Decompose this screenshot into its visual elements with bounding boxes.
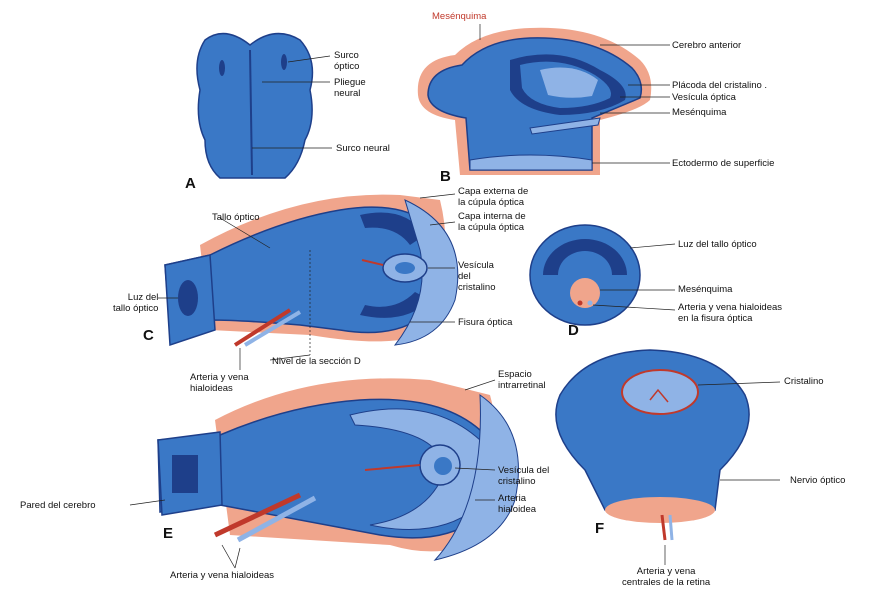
label-surco-optico: Surco óptico [334, 50, 359, 72]
label-arteria-vena-f: Arteria y vena centrales de la retina [622, 566, 710, 588]
label-nervio-optico: Nervio óptico [790, 475, 845, 486]
panel-d-cross-section [530, 225, 675, 325]
label-nivel-seccion: Nivel de la sección D [272, 356, 361, 367]
label-capa-externa: Capa externa de la cúpula óptica [458, 186, 528, 208]
panel-letter-f: F [595, 520, 604, 537]
panel-f-eye-globe [556, 350, 780, 565]
label-cristalino: Cristalino [784, 376, 824, 387]
label-vesicula-cristalino-c: Vesícula del cristalino [458, 260, 496, 293]
panel-a-neural-plate [197, 34, 332, 178]
label-mesenquima-d: Mesénquima [678, 284, 732, 295]
label-tallo-optico: Tallo óptico [212, 212, 260, 223]
label-vesicula-cristalino-e: Vesícula del cristalino [498, 465, 549, 487]
panel-letter-e: E [163, 525, 173, 542]
panel-letter-a: A [185, 175, 196, 192]
label-arteria-vena-e: Arteria y vena hialoideas [170, 570, 274, 581]
label-pliegue-neural: Pliegue neural [334, 77, 366, 99]
panel-e-optic-cup [130, 378, 518, 568]
label-arteria-vena-c: Arteria y vena hialoideas [190, 372, 249, 394]
label-vesicula-optica: Vesícula óptica [672, 92, 736, 103]
label-surco-neural: Surco neural [336, 143, 390, 154]
label-luz-tallo-c: Luz del tallo óptico [113, 292, 158, 314]
panel-b-optic-vesicle [418, 24, 670, 175]
label-fisura-optica: Fisura óptica [458, 317, 512, 328]
label-pared-cerebro: Pared del cerebro [20, 500, 96, 511]
label-arteria-hialoidea: Arteria hialoidea [498, 493, 536, 515]
label-mesenquima-top: Mesénquima [432, 11, 486, 22]
panel-letter-d: D [568, 322, 579, 339]
label-espacio-intrarretinal: Espacio intrarretinal [498, 369, 546, 391]
panel-letter-b: B [440, 168, 451, 185]
label-luz-tallo-d: Luz del tallo óptico [678, 239, 757, 250]
panel-c-optic-cup [158, 194, 458, 370]
label-cerebro-anterior: Cerebro anterior [672, 40, 741, 51]
label-mesenquima-b: Mesénquima [672, 107, 726, 118]
panel-letter-c: C [143, 327, 154, 344]
label-capa-interna: Capa interna de la cúpula óptica [458, 211, 526, 233]
label-ectodermo: Ectodermo de superficie [672, 158, 774, 169]
label-arteria-vena-d: Arteria y vena hialoideas en la fisura ó… [678, 302, 782, 324]
label-placoda: Plácoda del cristalino . [672, 80, 767, 91]
